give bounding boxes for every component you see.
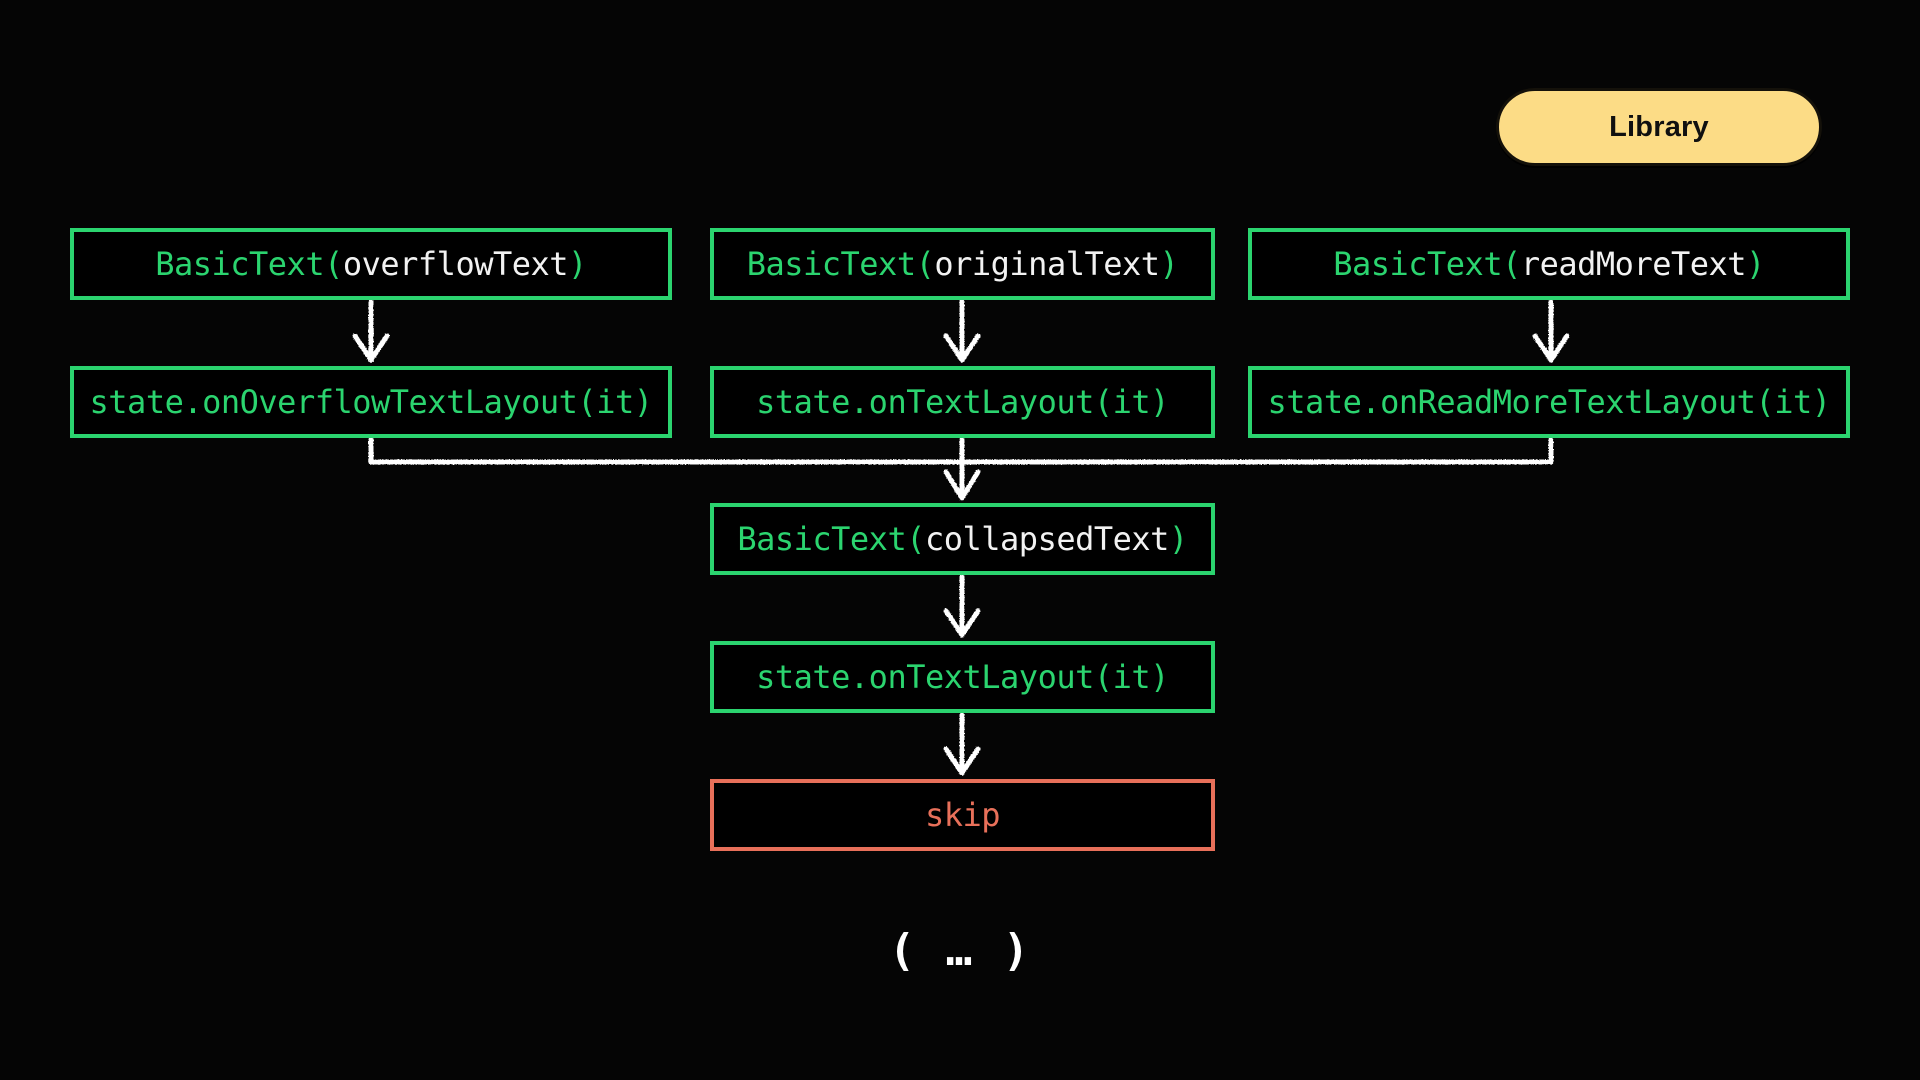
edge-merge-bus-to-collapsedtext <box>368 437 1554 501</box>
edge-ontextlayout-to-skip <box>943 712 981 776</box>
node-basictext-collapsedtext[interactable]: BasicText(collapsedText) <box>710 503 1215 575</box>
node-label: state.onReadMoreTextLayout(it) <box>1267 383 1831 421</box>
node-label: BasicText(overflowText) <box>155 245 587 283</box>
node-skip[interactable]: skip <box>710 779 1215 851</box>
node-basictext-overflowtext[interactable]: BasicText(overflowText) <box>70 228 672 300</box>
node-state-ontextlayout-top[interactable]: state.onTextLayout(it) <box>710 366 1215 438</box>
node-state-onreadmoretextlayout[interactable]: state.onReadMoreTextLayout(it) <box>1248 366 1850 438</box>
library-badge-label: Library <box>1609 110 1709 143</box>
edge-readmoretext-to-onreadmoretextlayout <box>1532 299 1570 363</box>
continuation-ellipsis: ( … ) <box>888 925 1032 976</box>
node-label: state.onOverflowTextLayout(it) <box>89 383 653 421</box>
node-label: BasicText(readMoreText) <box>1333 245 1765 283</box>
node-label: state.onTextLayout(it) <box>756 383 1169 421</box>
node-label: skip <box>924 796 1001 834</box>
edge-overflowtext-to-onoverflowtextlayout <box>352 299 390 363</box>
node-basictext-originaltext[interactable]: BasicText(originalText) <box>710 228 1215 300</box>
node-label: BasicText(collapsedText) <box>737 520 1188 558</box>
node-label: BasicText(originalText) <box>746 245 1179 283</box>
node-label: state.onTextLayout(it) <box>756 658 1169 696</box>
node-state-ontextlayout-bottom[interactable]: state.onTextLayout(it) <box>710 641 1215 713</box>
node-state-onoverflowtextlayout[interactable]: state.onOverflowTextLayout(it) <box>70 366 672 438</box>
library-badge[interactable]: Library <box>1496 88 1822 166</box>
node-basictext-readmoretext[interactable]: BasicText(readMoreText) <box>1248 228 1850 300</box>
edge-originaltext-to-ontextlayout <box>943 299 981 363</box>
edge-collapsedtext-to-ontextlayout <box>943 574 981 638</box>
